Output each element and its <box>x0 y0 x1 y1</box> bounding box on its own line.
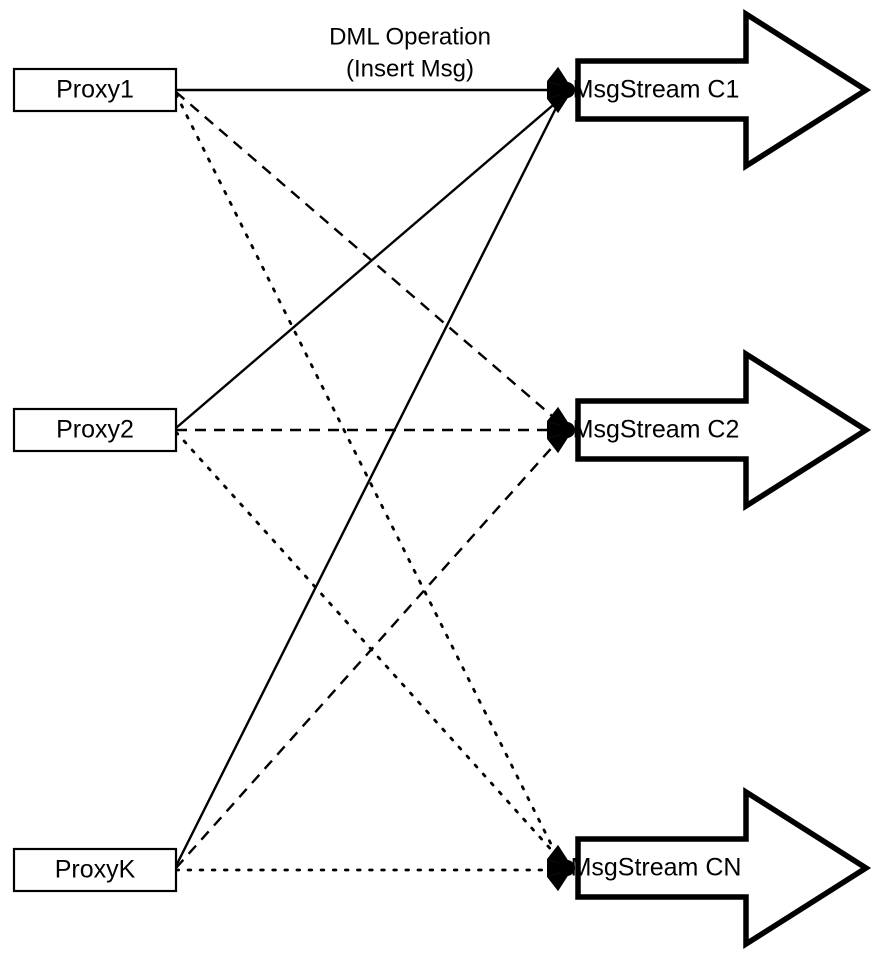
msgstream-label-c1: MsgStream C1 <box>573 76 740 104</box>
edge-proxy2-to-cn <box>174 430 566 866</box>
edge-proxy1-to-cn <box>174 92 564 868</box>
arrowhead-head-c1 <box>546 66 575 114</box>
proxy-label-proxyK: ProxyK <box>55 856 136 884</box>
edge-annotation-dml-operation: DML Operation (Insert Msg) <box>329 23 491 82</box>
proxy-node-proxyK[interactable]: ProxyK <box>12 847 178 893</box>
proxy-box-proxyK <box>12 847 178 893</box>
edge-proxyK-to-c2 <box>175 433 565 869</box>
proxy-box-proxy2 <box>12 407 178 453</box>
msgstream-shape-cn <box>575 787 872 949</box>
streams-layer: MsgStream C1 MsgStream C2 MsgStream CN <box>571 9 872 949</box>
proxy-label-proxy2: Proxy2 <box>56 416 134 444</box>
arrowheads-layer <box>546 66 575 892</box>
msgstream-label-cn: MsgStream CN <box>571 854 742 882</box>
msgstream-shape-c2 <box>575 349 872 511</box>
edge-proxyK-to-c1 <box>174 95 564 867</box>
msgstream-label-c2: MsgStream C2 <box>573 416 740 444</box>
annotation-line-2: (Insert Msg) <box>346 55 474 82</box>
msgstream-c2[interactable]: MsgStream C2 <box>573 349 872 511</box>
proxy-label-proxy1: Proxy1 <box>56 76 134 104</box>
proxy-node-proxy1[interactable]: Proxy1 <box>12 67 178 113</box>
arrowhead-head-cn <box>546 844 575 892</box>
edge-proxy2-to-c1 <box>175 93 567 429</box>
proxy-node-proxy2[interactable]: Proxy2 <box>12 407 178 453</box>
msgstream-shape-c1 <box>575 9 872 171</box>
proxy-box-proxy1 <box>12 67 178 113</box>
annotation-line-1: DML Operation <box>329 23 491 50</box>
msgstream-c1[interactable]: MsgStream C1 <box>573 9 872 171</box>
msgstream-cn[interactable]: MsgStream CN <box>571 787 872 949</box>
edges-layer <box>174 88 570 872</box>
arrowhead-head-c2 <box>546 406 575 454</box>
